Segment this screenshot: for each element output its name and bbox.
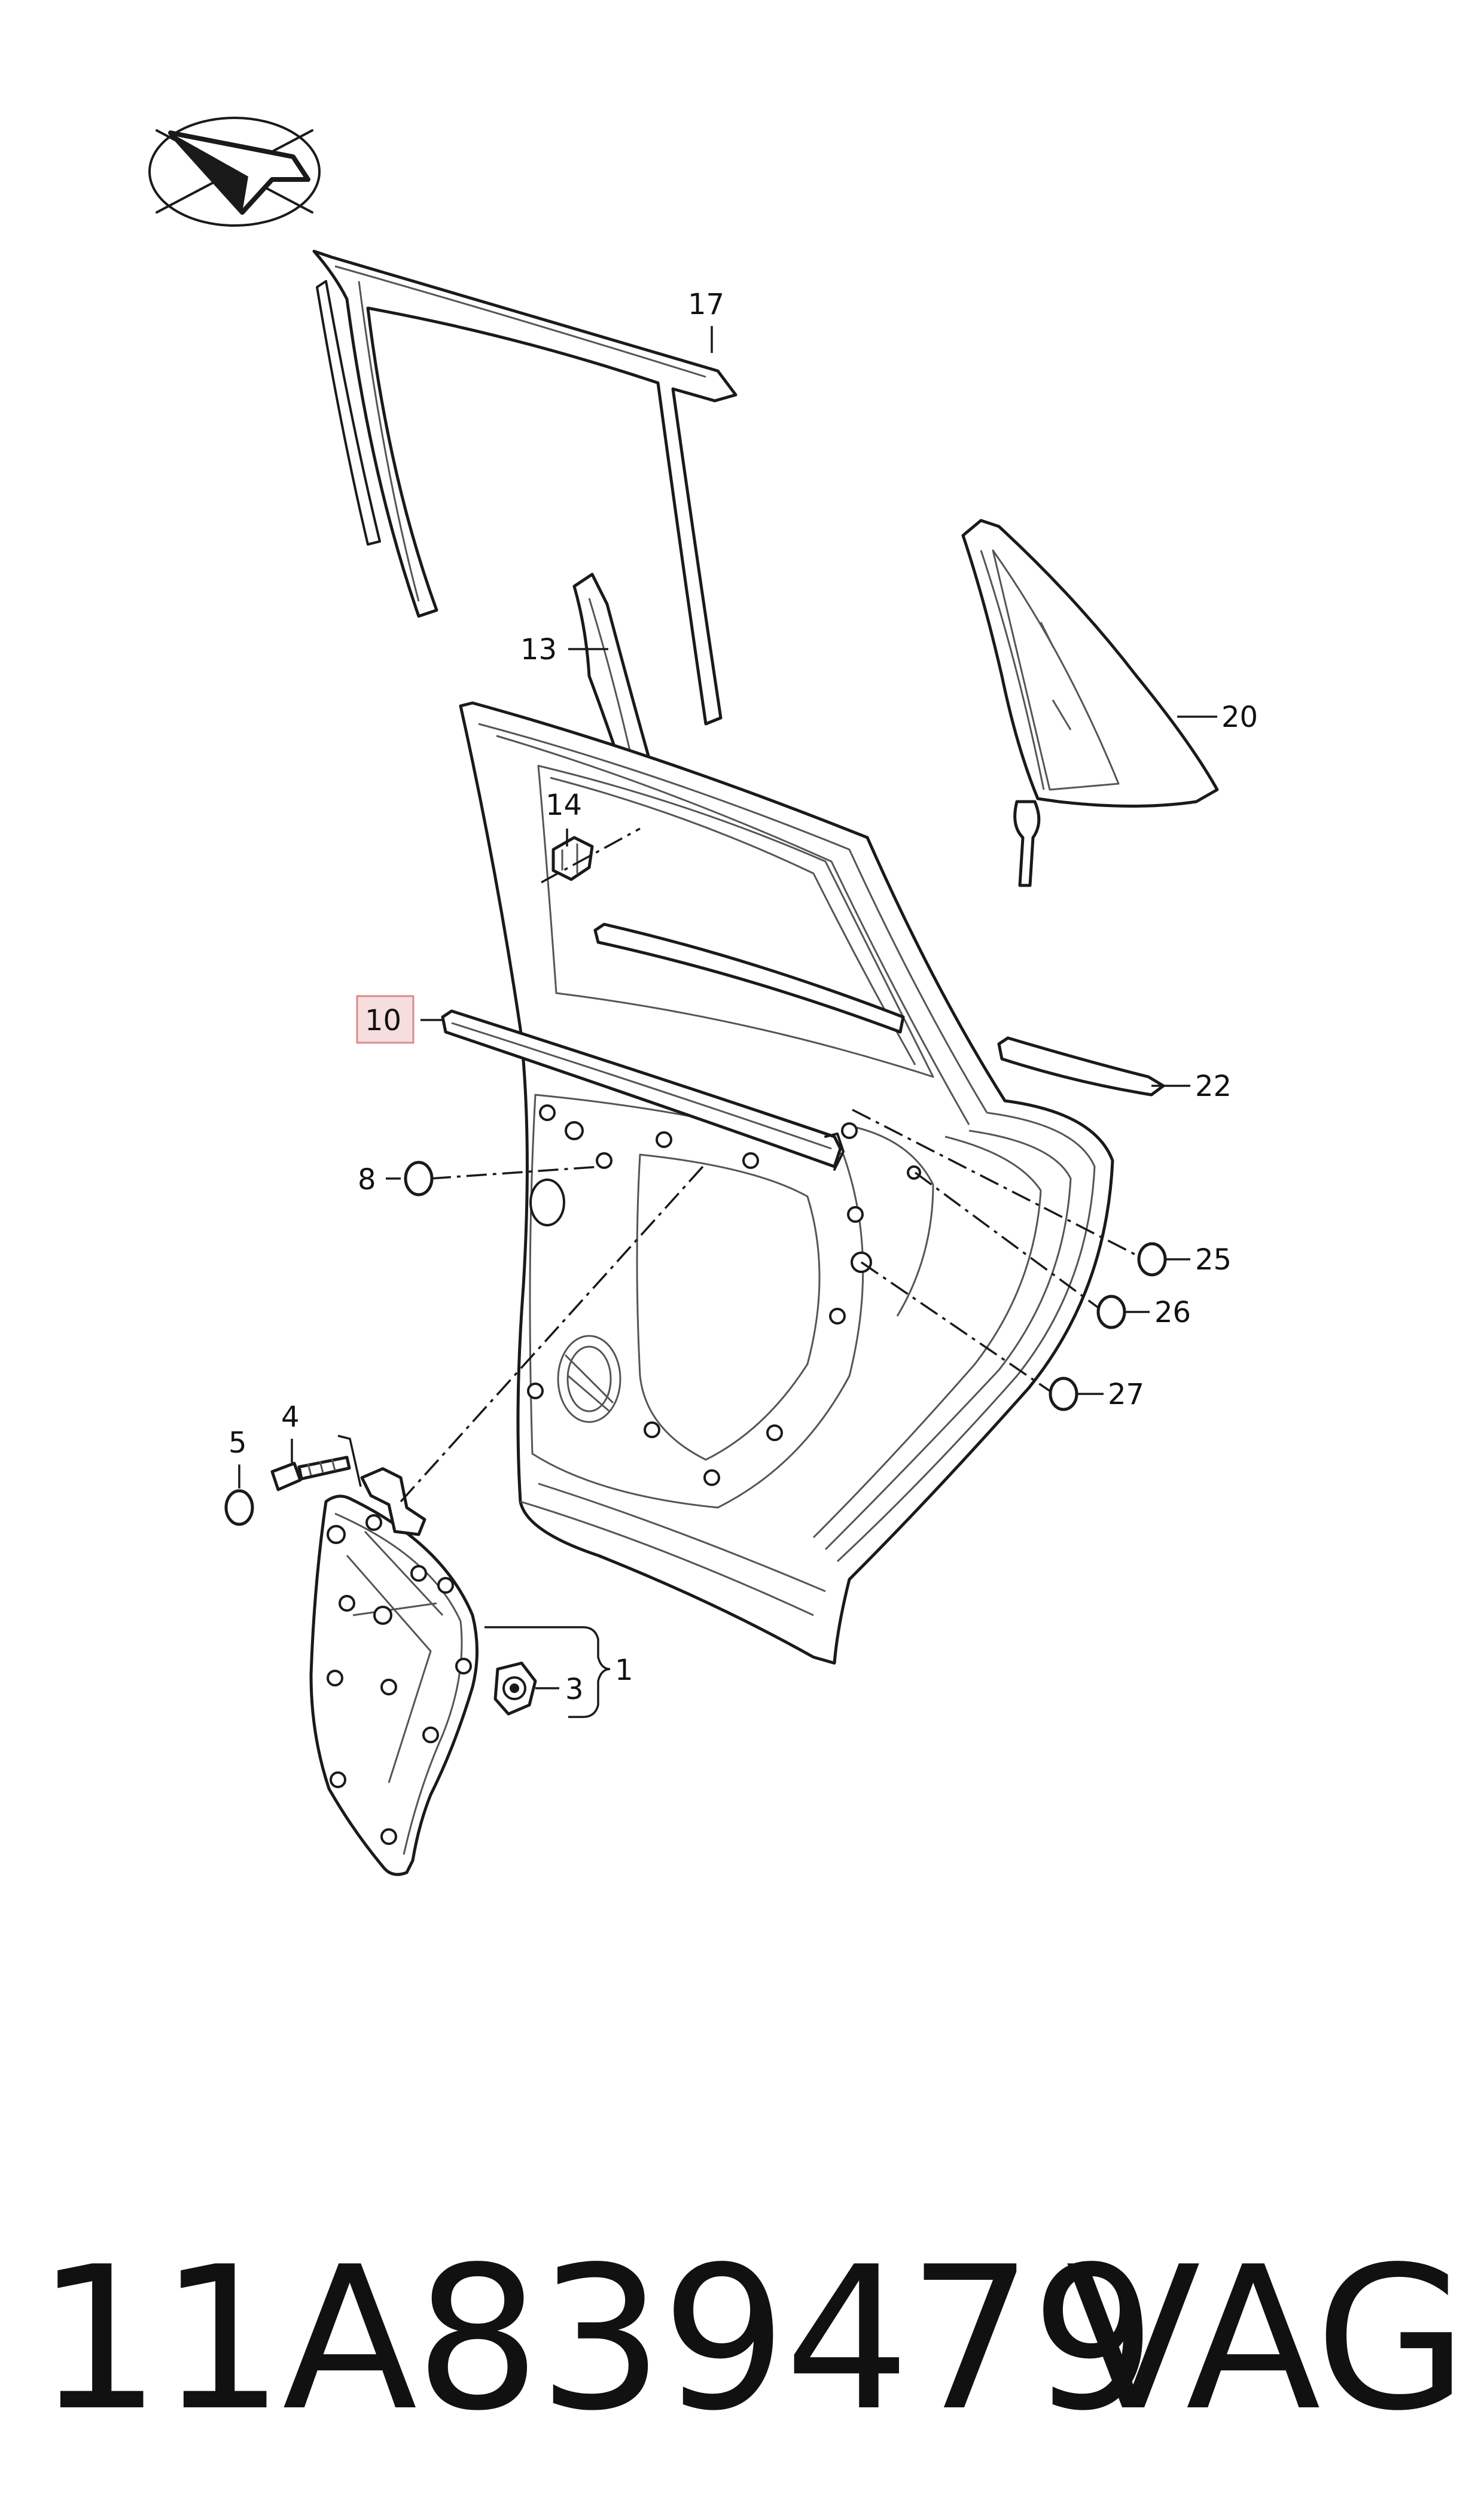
- window-regulator[interactable]: [309, 1467, 479, 1876]
- quarter-glass[interactable]: [961, 519, 1219, 887]
- brand-name: VAG: [1065, 2224, 1468, 2454]
- highlight-box-10: [356, 995, 415, 1044]
- grommet-27[interactable]: [1049, 1377, 1078, 1411]
- callout-4: 4: [281, 1400, 300, 1434]
- callout-17: 17: [688, 288, 724, 321]
- callout-3: 3: [565, 1673, 584, 1706]
- callout-10[interactable]: 10: [365, 1004, 401, 1037]
- callout-14: 14: [546, 788, 582, 822]
- callout-26: 26: [1154, 1296, 1191, 1329]
- leader-lines: [238, 326, 1217, 1718]
- clip[interactable]: [551, 836, 594, 881]
- part-number: 11A839479: [36, 2224, 1156, 2454]
- grommet-25[interactable]: [1137, 1242, 1167, 1277]
- callout-8: 8: [358, 1163, 376, 1196]
- grommet-8[interactable]: [404, 1161, 434, 1196]
- callout-13: 13: [520, 633, 557, 666]
- callout-22: 22: [1195, 1070, 1232, 1103]
- callout-27: 27: [1108, 1378, 1144, 1411]
- callout-20: 20: [1221, 701, 1258, 734]
- window-guide-frame[interactable]: [312, 249, 738, 726]
- grommet-5[interactable]: [224, 1489, 254, 1526]
- orientation-emblem-icon: [148, 117, 321, 227]
- bolt[interactable]: [270, 1456, 351, 1491]
- callout-25: 25: [1195, 1243, 1232, 1277]
- inner-window-seal[interactable]: [441, 1009, 845, 1171]
- outer-waist-seal[interactable]: [593, 922, 1165, 1097]
- assembly-lines: [400, 827, 1137, 1503]
- callout-1: 1: [615, 1654, 633, 1687]
- grommet-26[interactable]: [1096, 1295, 1126, 1329]
- footer: 11A839479 VAG: [36, 2213, 1471, 2465]
- regulator-drive-nut[interactable]: [493, 1661, 537, 1716]
- callout-5: 5: [228, 1426, 247, 1460]
